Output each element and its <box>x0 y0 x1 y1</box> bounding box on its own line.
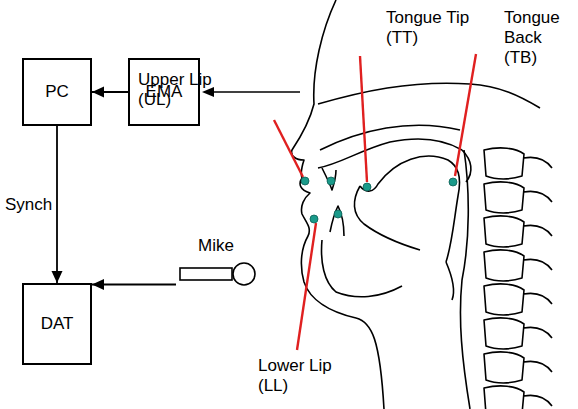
part-label: Upper Lip (UL) <box>138 70 248 110</box>
vertebra <box>484 386 552 409</box>
leader-line <box>455 54 476 176</box>
device-box: DAT <box>22 283 92 365</box>
part-label: Tongue Tip (TT) <box>386 8 476 48</box>
leader-line <box>274 120 303 177</box>
vertebra <box>484 182 552 213</box>
sensor-dot <box>301 177 309 185</box>
microphone: Mike <box>176 236 260 286</box>
connector <box>92 279 176 290</box>
part-label: Lower Lip (LL) <box>258 356 348 396</box>
device-box: PC <box>22 58 92 126</box>
arrow-head <box>92 279 104 290</box>
sensor-dot <box>327 177 335 185</box>
sensor-dot <box>310 215 318 223</box>
vertebra <box>484 318 552 349</box>
node-label: PC <box>45 82 69 102</box>
skull-base <box>318 83 540 108</box>
leader-line <box>360 56 367 182</box>
sensor-dot <box>449 178 457 186</box>
upper-incisor <box>322 168 336 190</box>
epiglottis <box>446 262 454 300</box>
tongue-under <box>354 186 420 250</box>
node-label: DAT <box>41 314 74 334</box>
leader-line <box>297 223 316 350</box>
palate <box>318 139 462 168</box>
signal-arrow <box>212 91 300 93</box>
part-label: Tongue Back (TB) <box>504 8 574 68</box>
vertebra <box>484 352 552 383</box>
edge-label: Synch <box>4 195 53 215</box>
vertebra <box>484 216 552 247</box>
connector <box>92 87 128 98</box>
spine <box>484 148 552 409</box>
lower-incisor <box>330 206 344 236</box>
velum <box>462 150 471 182</box>
sensor-dot <box>334 210 342 218</box>
connector-line <box>56 126 58 283</box>
node-label: Mike <box>198 236 234 256</box>
face-profile <box>292 0 384 409</box>
nasal-floor <box>320 125 460 150</box>
vertebra <box>484 148 552 179</box>
arrow-head <box>92 87 104 98</box>
vertebra <box>484 284 552 315</box>
arrow-head <box>52 271 63 283</box>
vertebra <box>484 250 552 281</box>
sensor-dot <box>363 183 371 191</box>
microphone-symbol <box>176 262 260 286</box>
mandible <box>322 240 402 297</box>
pharynx <box>460 150 470 409</box>
connector-line <box>92 284 176 286</box>
